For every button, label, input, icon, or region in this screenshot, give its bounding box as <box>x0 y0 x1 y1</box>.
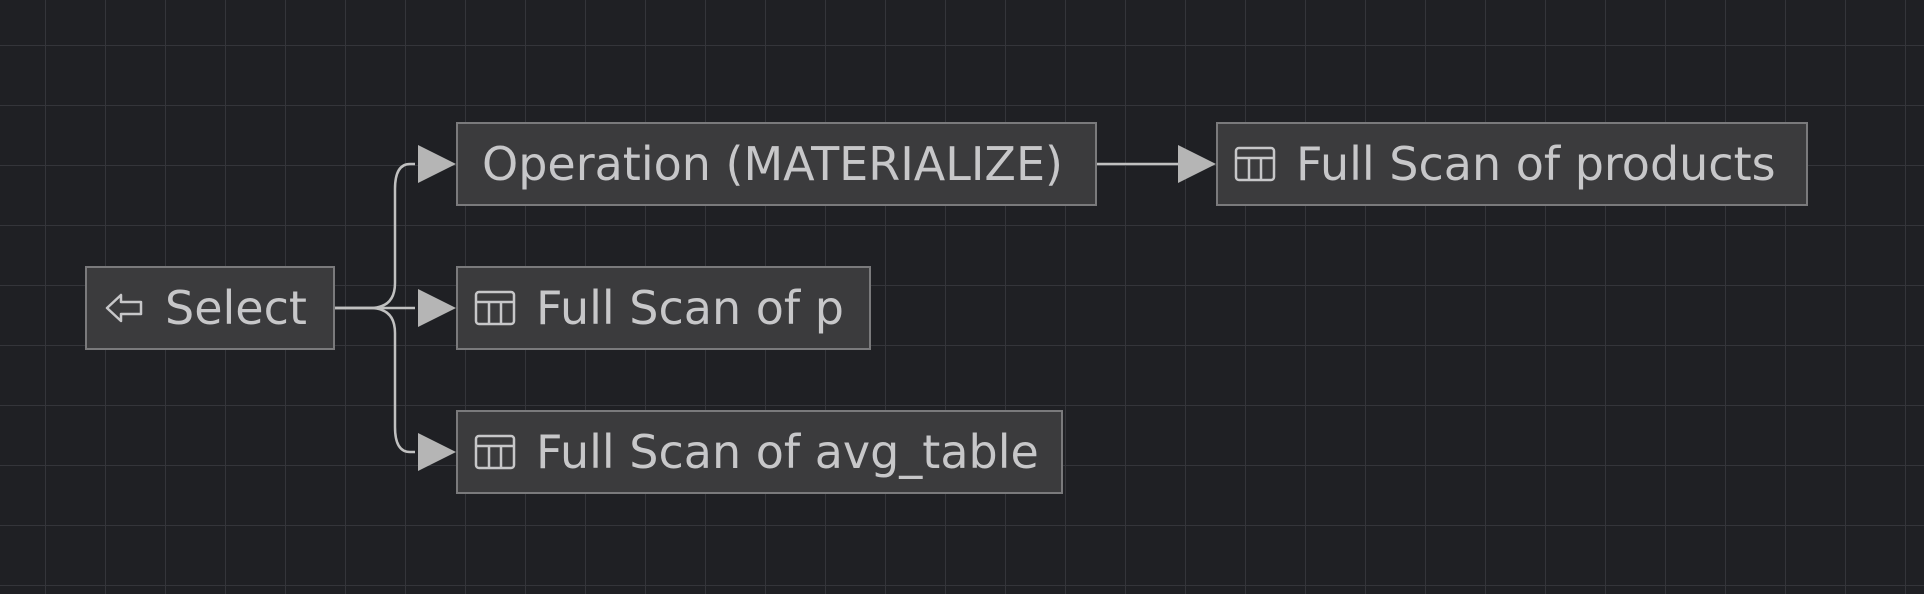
node-full-scan-products[interactable]: Full Scan of products <box>1216 122 1808 206</box>
edge-select-to-materialize <box>335 162 415 310</box>
arrowhead-products <box>1178 145 1216 183</box>
node-full-scan-avg-table-label: Full Scan of avg_table <box>536 425 1039 479</box>
node-materialize-label: Operation (MATERIALIZE) <box>482 137 1063 191</box>
edge-select-to-avg-table <box>335 306 415 454</box>
left-arrow-outline-icon <box>101 285 147 331</box>
arrowhead-materialize <box>418 145 456 183</box>
node-materialize[interactable]: Operation (MATERIALIZE) <box>456 122 1097 206</box>
node-full-scan-products-label: Full Scan of products <box>1296 137 1776 191</box>
node-full-scan-avg-table[interactable]: Full Scan of avg_table <box>456 410 1063 494</box>
table-icon <box>1232 141 1278 187</box>
table-icon <box>472 429 518 475</box>
arrowhead-avg-table <box>418 433 456 471</box>
node-select[interactable]: Select <box>85 266 335 350</box>
node-select-label: Select <box>165 281 307 335</box>
node-full-scan-p[interactable]: Full Scan of p <box>456 266 871 350</box>
node-full-scan-p-label: Full Scan of p <box>536 281 844 335</box>
arrowhead-p <box>418 289 456 327</box>
table-icon <box>472 285 518 331</box>
